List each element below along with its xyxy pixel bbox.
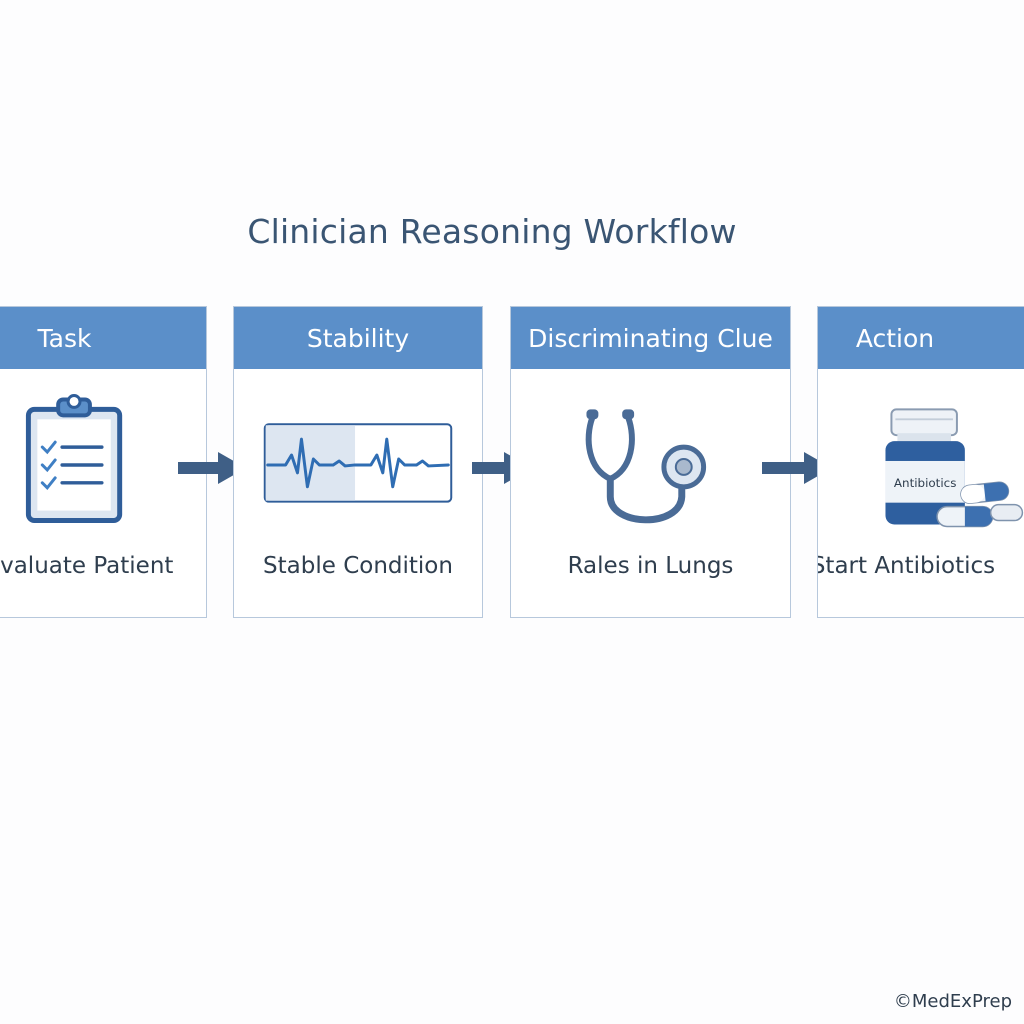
step-label-stability: Stable Condition	[263, 553, 453, 579]
step-header-task: Task	[0, 307, 206, 369]
heart-rhythm-monitor-icon	[263, 423, 453, 503]
step-card-discriminating-clue: Discriminating Clue Rales in Lungs	[510, 306, 791, 618]
step-card-stability: Stability Stable Condition	[233, 306, 483, 618]
stethoscope-icon	[585, 409, 707, 524]
step-card-task: Task Evaluate Patient	[0, 306, 207, 618]
pill-bottle-icon: Antibiotics	[885, 408, 1024, 528]
step-header-action: Action	[818, 307, 1024, 369]
step-card-action: Action Antibiotics Start Antibiotics	[817, 306, 1024, 618]
step-label-task: Evaluate Patient	[0, 553, 174, 579]
clipboard-checklist-icon	[25, 394, 123, 523]
diagram-title: Clinician Reasoning Workflow	[247, 212, 737, 251]
step-header-discriminating-clue: Discriminating Clue	[511, 307, 790, 369]
step-label-action: Start Antibiotics	[817, 553, 996, 579]
bottle-label: Antibiotics	[894, 476, 956, 490]
step-header-stability: Stability	[234, 307, 482, 369]
step-label-discriminating-clue: Rales in Lungs	[567, 553, 734, 579]
arrow-right-icon	[178, 452, 246, 484]
copyright-notice: ©MedExPrep	[893, 991, 1012, 1012]
